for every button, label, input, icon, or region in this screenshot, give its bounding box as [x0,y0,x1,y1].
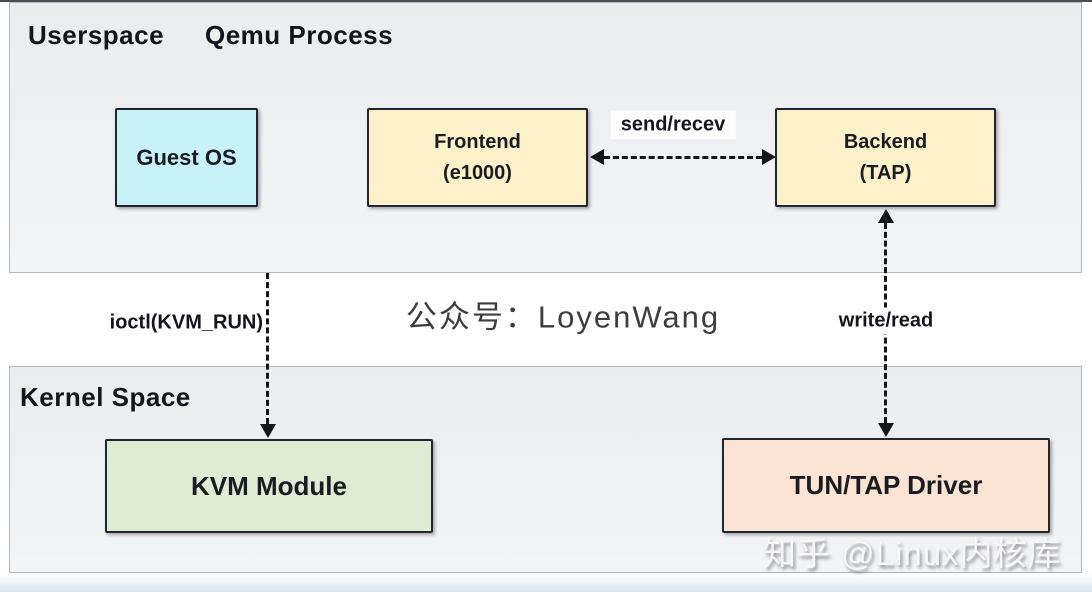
write-read-label: write/read [830,307,942,335]
qemu-process-label: Qemu Process [205,20,394,50]
arrowhead-left-icon [590,149,604,165]
backend-sublabel: (TAP) [859,161,912,184]
arrowhead-up-icon [878,209,894,223]
zhihu-watermark-text: 知乎 @Linux内核库 [763,535,1062,572]
send-recv-label: send/recev [610,110,736,140]
frontend-label: Frontend [434,130,521,153]
ioctl-dashed-line [266,273,269,424]
frontend-sublabel: (e1000) [443,161,512,184]
kernel-space-region-label: Kernel Space [20,382,191,412]
frontend-node: Frontend (e1000) [367,108,588,207]
arrowhead-down-icon [878,423,894,437]
ioctl-label: ioctl(KVM_RUN) [109,311,263,334]
kvm-module-node: KVM Module [105,439,433,533]
arrowhead-down-icon [260,424,276,438]
send-recv-dashed-line [604,156,762,159]
arrowhead-right-icon [762,149,776,165]
tuntap-driver-node: TUN/TAP Driver [722,438,1050,533]
kvm-module-label: KVM Module [191,470,347,501]
center-watermark-text: 公众号：LoyenWang [405,299,721,335]
userspace-region-label: Userspace [28,20,165,50]
backend-label: Backend [843,130,928,153]
bottom-gradient-strip [0,574,1092,592]
backend-node: Backend (TAP) [775,108,996,207]
guest-os-label: Guest OS [136,144,237,170]
tuntap-driver-label: TUN/TAP Driver [789,470,983,500]
top-edge-line [0,0,1092,2]
guest-os-node: Guest OS [115,108,258,207]
